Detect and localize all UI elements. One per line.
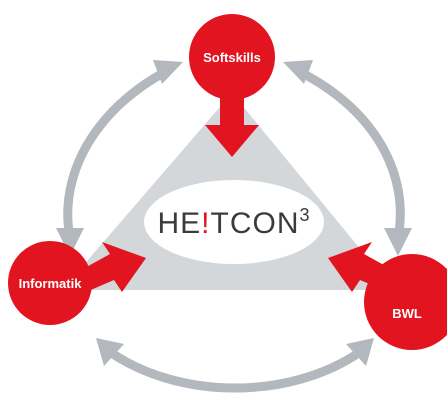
arrowhead-right-bottom (384, 228, 412, 256)
logo-part-he: HE (157, 207, 201, 240)
arrow-softskills-in (205, 95, 259, 157)
logo-superscript: 3 (300, 205, 311, 225)
node-bwl: BWL (364, 254, 447, 350)
node-softskills: Softskills (189, 14, 275, 100)
node-informatik-label: Informatik (19, 276, 83, 291)
node-softskills-circle (189, 14, 275, 100)
node-softskills-label: Softskills (203, 50, 261, 65)
node-bwl-label: BWL (392, 306, 422, 321)
logo-part-tcon: TCON (211, 207, 300, 240)
logo-part-exclamation: ! (201, 207, 210, 240)
arrowhead-left-top (153, 60, 183, 84)
center-ellipse (144, 180, 324, 264)
heitcon-logo: HE!TCON3 (157, 205, 310, 240)
cycle-arrow-right (295, 67, 405, 243)
arrowhead-right-top (283, 60, 313, 84)
cycle-arrowheads (56, 60, 412, 366)
cycle-arrow-bottom (105, 347, 365, 393)
arrowhead-bottom-left (96, 338, 124, 366)
node-informatik: Informatik (8, 241, 92, 325)
cycle-arrow-left (63, 67, 170, 243)
node-informatik-circle (8, 241, 92, 325)
node-bwl-circle (364, 254, 447, 350)
arrowhead-bottom-right (346, 338, 374, 366)
cycle-arrows (63, 67, 405, 393)
arrowhead-left-bottom (56, 228, 84, 256)
